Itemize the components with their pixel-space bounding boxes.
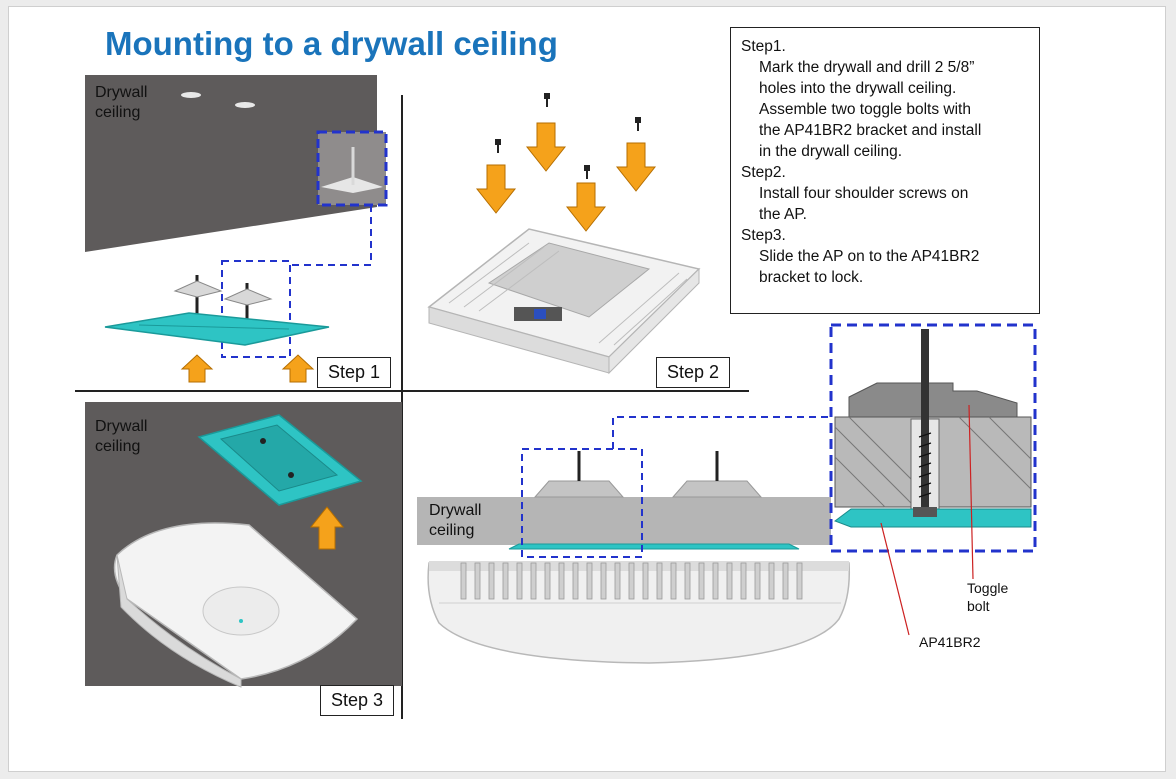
dashed-box-step1-bolts bbox=[221, 260, 291, 358]
illustration bbox=[75, 75, 1037, 719]
dashed-box-step1-inset bbox=[316, 130, 388, 207]
drywall-panel-step1 bbox=[85, 75, 377, 252]
down-arrow-step2-1 bbox=[525, 122, 567, 172]
up-arrow-step3 bbox=[309, 506, 345, 550]
bracket-cross-section bbox=[508, 543, 800, 550]
toggle-bolt-2-wing bbox=[223, 288, 273, 306]
drywall-label-line2: ceiling bbox=[95, 438, 141, 455]
page-title: Mounting to a drywall ceiling bbox=[105, 25, 558, 62]
dashed-box-detail bbox=[829, 323, 1037, 553]
step1-line: holes into the drywall ceiling. bbox=[759, 80, 957, 97]
step2-line: the AP. bbox=[759, 206, 807, 223]
callout-line-toggle-bolt bbox=[968, 404, 974, 580]
drilled-hole-1 bbox=[181, 92, 201, 98]
toggle-wing-right bbox=[671, 480, 763, 498]
drywall-label-line2: ceiling bbox=[95, 104, 141, 121]
toggle-bolt-callout: Toggle bolt bbox=[967, 579, 1008, 615]
access-point-side-view bbox=[427, 561, 851, 664]
dashed-leader-cross-section bbox=[612, 416, 831, 449]
down-arrow-step2-3 bbox=[565, 182, 607, 232]
toggle-bolt-1-wing bbox=[173, 280, 223, 298]
step3-line: bracket to lock. bbox=[759, 269, 864, 286]
drywall-label-cross-section: Drywall ceiling bbox=[429, 501, 481, 541]
step2-label: Step 2 bbox=[656, 357, 731, 388]
access-point-front-step3 bbox=[113, 522, 359, 688]
callout-line-bracket bbox=[880, 522, 910, 636]
drilled-hole-2 bbox=[235, 102, 255, 108]
drywall-label-step3: Drywall ceiling bbox=[95, 417, 147, 457]
step1-line: the AP41BR2 bracket and install bbox=[759, 122, 982, 139]
bracket-step1-detail bbox=[138, 324, 290, 330]
slide: Mounting to a drywall ceiling Step1. Mar… bbox=[8, 6, 1166, 772]
step1-line: in the drywall ceiling. bbox=[759, 143, 903, 160]
dashed-box-cross-section bbox=[521, 448, 643, 558]
step1-heading: Step1. bbox=[741, 38, 786, 55]
toggle-wing-left bbox=[533, 480, 625, 498]
drywall-cross-section bbox=[417, 497, 845, 545]
bracket-callout: AP41BR2 bbox=[919, 634, 981, 650]
step2-heading: Step2. bbox=[741, 164, 786, 181]
down-arrow-step2-2 bbox=[475, 164, 517, 214]
dashed-leader-step1 bbox=[292, 205, 372, 266]
step3-heading: Step3. bbox=[741, 227, 786, 244]
step2-line: Install four shoulder screws on bbox=[759, 185, 969, 202]
step1-line: Assemble two toggle bolts with bbox=[759, 101, 971, 118]
drywall-label-line1: Drywall bbox=[429, 502, 482, 519]
step1-label: Step 1 bbox=[317, 357, 392, 388]
instructions-box: Step1. Mark the drywall and drill 2 5/8”… bbox=[730, 27, 1040, 314]
step3-label: Step 3 bbox=[320, 685, 395, 716]
detail-bracket bbox=[833, 508, 1032, 528]
down-arrow-step2-4 bbox=[615, 142, 657, 192]
drywall-label-line2: ceiling bbox=[429, 522, 475, 539]
step3-line: Slide the AP on to the AP41BR2 bbox=[759, 248, 980, 265]
toggle-bolt-callout-line2: bolt bbox=[967, 598, 990, 614]
drywall-label-line1: Drywall bbox=[95, 418, 148, 435]
detail-bolt bbox=[921, 329, 929, 513]
bracket-step1 bbox=[104, 312, 330, 346]
step1-line: Mark the drywall and drill 2 5/8” bbox=[759, 59, 975, 76]
up-arrow-step1-left bbox=[180, 354, 214, 383]
shoulder-screws-step2 bbox=[495, 93, 641, 179]
toggle-bolt-callout-line1: Toggle bbox=[967, 580, 1009, 596]
drywall-label-step1: Drywall ceiling bbox=[95, 83, 147, 123]
bracket-step3-inner bbox=[219, 424, 339, 492]
detail-inset bbox=[831, 325, 1035, 551]
access-point-back-step2 bbox=[427, 228, 701, 375]
up-arrow-step1-right bbox=[281, 354, 315, 383]
drywall-label-line1: Drywall bbox=[95, 84, 148, 101]
